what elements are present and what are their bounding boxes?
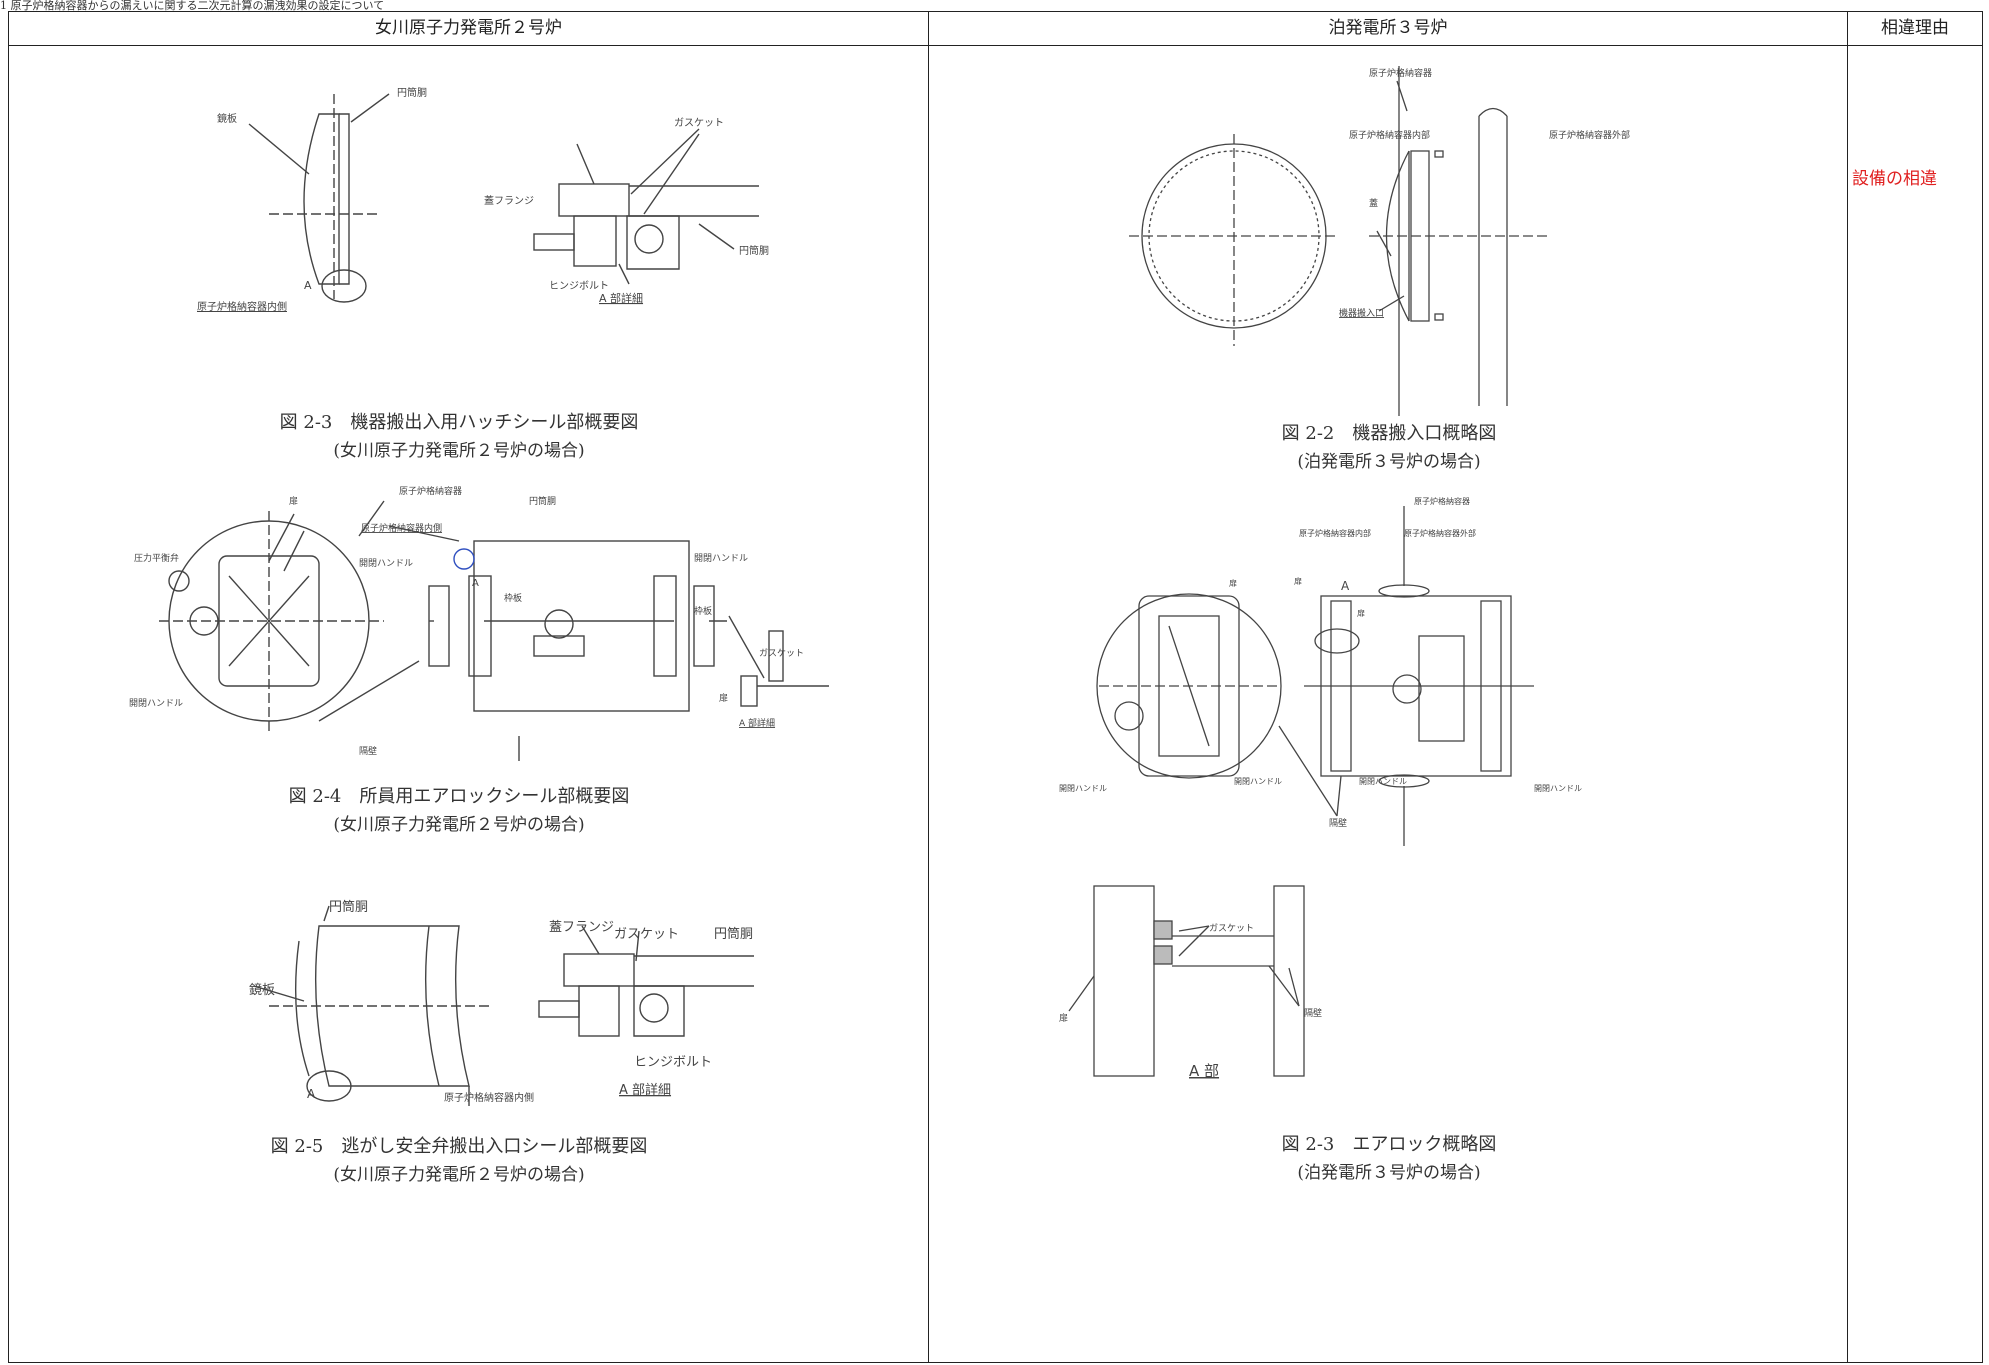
label-entrance-tomari: 機器搬入口 [1339, 307, 1384, 319]
label-lid-flange-2: 蓋フランジ [549, 920, 614, 935]
document-header: 1 原子炉格納容器からの漏えいに関する二次元計算の漏洩効果の設定について [0, 0, 385, 11]
label-door-t2: 扉 [1294, 576, 1302, 586]
tomari-airlock-diagram: 原子炉格納容器 原子炉格納容器内部 原子炉格納容器外部 扉 扉 扉 A 開閉ハン… [1059, 496, 1582, 1080]
label-door-2: 扉 [719, 692, 728, 704]
label-door-t1: 扉 [1229, 578, 1237, 588]
label-mirror-plate: 鏡板 [217, 112, 237, 125]
label-inside-tomari: 原子炉格納容器内部 [1349, 129, 1430, 141]
label-handle-3: 開閉ハンドル [129, 698, 183, 709]
label-mirror-2: 鏡板 [249, 983, 275, 998]
label-cyl-body-3: 円筒胴 [329, 899, 368, 915]
column-divider [928, 12, 929, 1362]
label-cyl-body-2: 円筒胴 [739, 244, 769, 257]
label-hinge-bolt-2: ヒンジボルト [634, 1055, 712, 1070]
label-gasket-3: ガスケット [614, 927, 679, 942]
onagawa-hatch-seal-diagram: 鏡板 円筒胴 ガスケット 蓋フランジ 円筒胴 ヒンジボルト A 原子炉格納容器内… [197, 86, 769, 313]
onagawa-cell: 鏡板 円筒胴 ガスケット 蓋フランジ 円筒胴 ヒンジボルト A 原子炉格納容器内… [9, 46, 927, 1362]
label-handle-t2: 開閉ハンドル [1234, 777, 1282, 786]
label-partition-t2: 隔壁 [1304, 1007, 1322, 1019]
reason-cell: 設備の相違 [1848, 46, 1982, 1362]
onagawa-fig24-caption: 図 2-4 所員用エアロックシール部概要図 (女川原子力発電所２号炉の場合) [288, 786, 630, 835]
label-partition-t: 隔壁 [1329, 817, 1347, 829]
column-header-tomari: 泊発電所３号炉 [929, 12, 1847, 46]
label-door-t3: 扉 [1357, 608, 1365, 618]
label-outside-tomari: 原子炉格納容器外部 [1549, 129, 1630, 141]
label-pressure-balance: 圧力平衡弁 [134, 552, 179, 564]
onagawa-fig23-caption: 図 2-3 機器搬出入用ハッチシール部概要図 (女川原子力発電所２号炉の場合) [279, 412, 639, 461]
onagawa-fig25-caption: 図 2-5 逃がし安全弁搬出入口シール部概要図 (女川原子力発電所２号炉の場合) [270, 1136, 648, 1185]
label-gasket-t: ガスケット [1209, 923, 1254, 934]
label-detail: A 部詳細 [599, 291, 643, 305]
tomari-cell: 原子炉格納容器 原子炉格納容器内部 原子炉格納容器外部 蓋 機器搬入口 図 2-… [929, 46, 1846, 1362]
label-rpv-tomari-2: 原子炉格納容器 [1414, 496, 1470, 506]
tomari-fig22-caption: 図 2-2 機器搬入口概略図 (泊発電所３号炉の場合) [1281, 423, 1497, 472]
label-door: 扉 [289, 495, 298, 507]
label-handle-t3: 開閉ハンドル [1359, 777, 1407, 786]
label-point-a: A [304, 279, 312, 292]
label-inside-2: 原子炉格納容器内側 [361, 522, 442, 534]
label-door-t4: 扉 [1059, 1012, 1068, 1024]
label-lid-tomari: 蓋 [1369, 197, 1378, 209]
label-gasket-2: ガスケット [759, 648, 804, 659]
tomari-fig23-caption: 図 2-3 エアロック概略図 (泊発電所３号炉の場合) [1281, 1134, 1497, 1183]
label-detail-3: A 部詳細 [619, 1082, 671, 1098]
label-gasket: ガスケット [674, 117, 724, 129]
label-inside-3: 原子炉格納容器内側 [444, 1091, 534, 1104]
label-rpv-tomari: 原子炉格納容器 [1369, 67, 1432, 79]
label-partition: 隔壁 [359, 745, 377, 757]
label-rpv: 原子炉格納容器 [399, 486, 462, 497]
column-divider [1847, 12, 1848, 1362]
label-frame-2: 枠板 [694, 605, 712, 617]
column-header-onagawa: 女川原子力発電所２号炉 [9, 12, 928, 46]
column-header-reason: 相違理由 [1848, 12, 1982, 46]
label-handle-1: 開閉ハンドル [359, 558, 413, 569]
label-outside-tomari-2: 原子炉格納容器外部 [1404, 528, 1476, 538]
tomari-equipment-hatch-diagram: 原子炉格納容器 原子炉格納容器内部 原子炉格納容器外部 蓋 機器搬入口 [1129, 66, 1630, 416]
label-handle-2: 開閉ハンドル [694, 553, 748, 564]
label-a-part: A 部 [1189, 1062, 1219, 1080]
label-handle-t4: 開閉ハンドル [1534, 784, 1582, 793]
label-point-a-2: A [472, 578, 479, 589]
label-point-a-t: A [1341, 579, 1350, 593]
onagawa-airlock-seal-diagram: 扉 圧力平衡弁 原子炉格納容器 円筒胴 原子炉格納容器内側 開閉ハンドル 開閉ハ… [129, 486, 829, 761]
label-inside-tomari-2: 原子炉格納容器内部 [1299, 528, 1371, 538]
comparison-table: 女川原子力発電所２号炉 泊発電所３号炉 相違理由 [8, 11, 1983, 1363]
reason-note: 設備の相違 [1852, 169, 1937, 189]
label-cyl-body: 円筒胴 [397, 86, 427, 99]
label-point-a-3: A [307, 1087, 316, 1101]
label-hinge-bolt: ヒンジボルト [549, 280, 609, 292]
label-lid-flange: 蓋フランジ [484, 195, 534, 207]
label-handle-t1: 開閉ハンドル [1059, 784, 1107, 793]
label-detail-2: A 部詳細 [739, 717, 775, 729]
label-frame: 枠板 [504, 592, 522, 604]
label-cyl-body-4: 円筒胴 [714, 926, 753, 942]
label-inside: 原子炉格納容器内側 [197, 300, 287, 313]
label-cyl: 円筒胴 [529, 495, 556, 507]
onagawa-srv-seal-diagram: 円筒胴 鏡板 蓋フランジ ガスケット 円筒胴 ヒンジボルト A 部詳細 A 原子… [249, 899, 754, 1106]
